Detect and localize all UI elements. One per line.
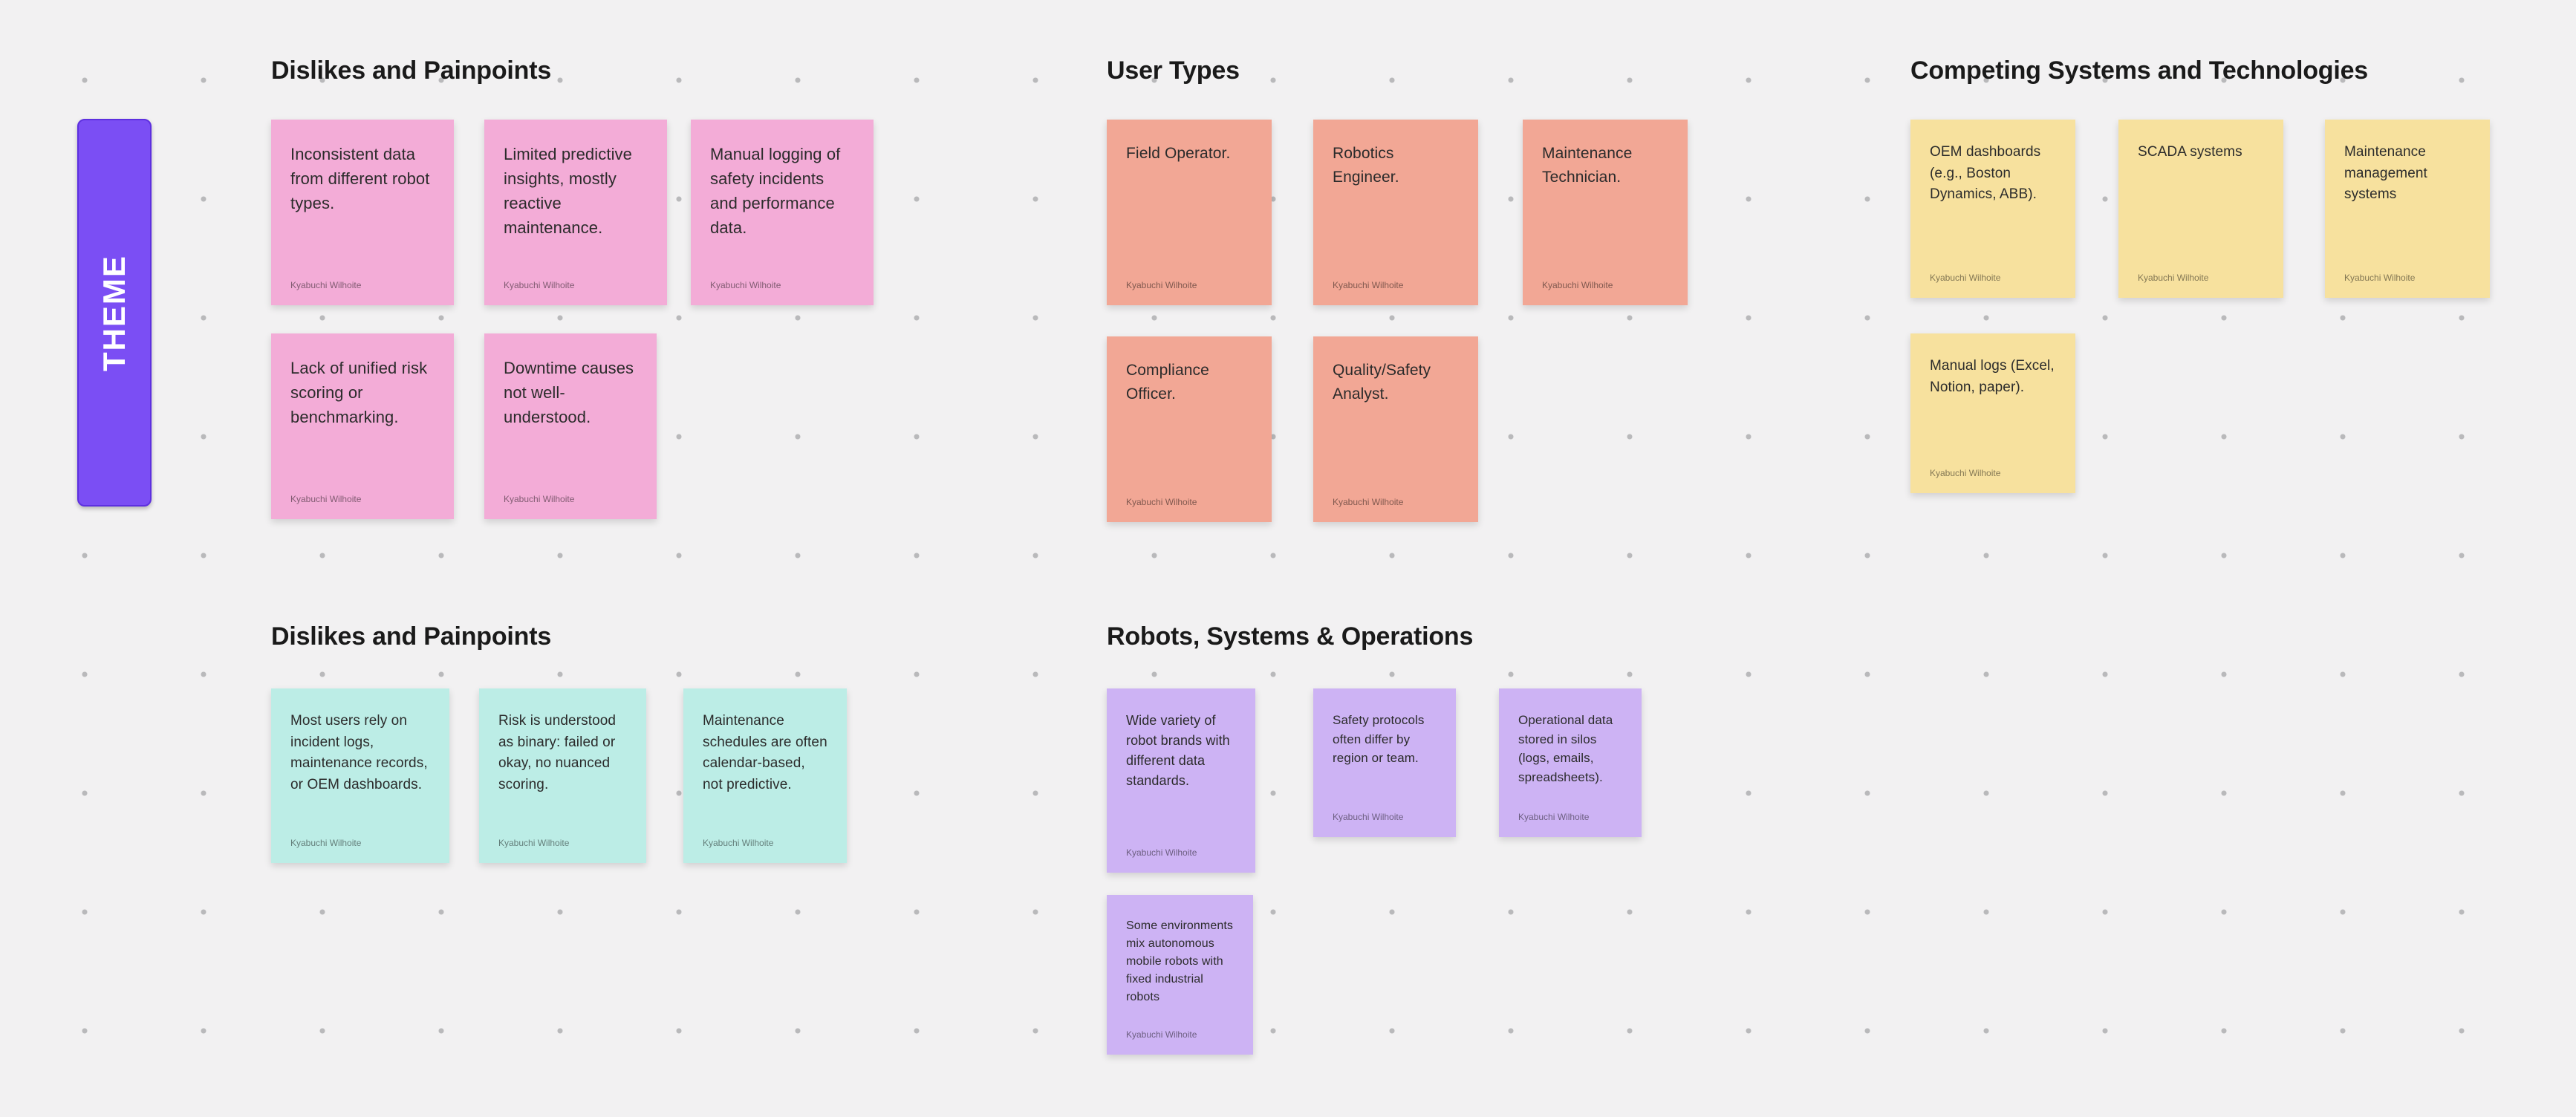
sticky-author: Kyabuchi Wilhoite bbox=[1126, 497, 1197, 507]
sticky-text: Manual logs (Excel, Notion, paper). bbox=[1930, 358, 2055, 395]
sticky-note[interactable]: Maintenance Technician. Kyabuchi Wilhoite bbox=[1523, 120, 1688, 305]
sticky-text: Wide variety of robot brands with differ… bbox=[1126, 713, 1230, 788]
sticky-note[interactable]: Operational data stored in silos (logs, … bbox=[1499, 688, 1642, 837]
sticky-note[interactable]: Most users rely on incident logs, mainte… bbox=[271, 688, 449, 863]
sticky-text: Downtime causes not well-understood. bbox=[504, 359, 634, 426]
sticky-text: Lack of unified risk scoring or benchmar… bbox=[290, 359, 428, 426]
sticky-note[interactable]: OEM dashboards (e.g., Boston Dynamics, A… bbox=[1910, 120, 2075, 298]
sticky-note[interactable]: Downtime causes not well-understood. Kyab… bbox=[484, 333, 657, 519]
sticky-note[interactable]: Some environments mix autonomous mobile … bbox=[1107, 895, 1253, 1055]
sticky-text: Limited predictive insights, mostly reac… bbox=[504, 145, 632, 237]
sticky-text: Some environments mix autonomous mobile … bbox=[1126, 919, 1233, 1003]
sticky-text: Field Operator. bbox=[1126, 145, 1231, 162]
section-title-dislikes-painpoints-bottom[interactable]: Dislikes and Painpoints bbox=[271, 622, 552, 651]
section-title-dislikes-painpoints-top[interactable]: Dislikes and Painpoints bbox=[271, 56, 552, 85]
sticky-author: Kyabuchi Wilhoite bbox=[1126, 1029, 1197, 1040]
sticky-text: Robotics Engineer. bbox=[1333, 145, 1399, 186]
sticky-text: Manual logging of safety incidents and p… bbox=[710, 145, 841, 237]
sticky-author: Kyabuchi Wilhoite bbox=[498, 838, 570, 848]
theme-tab-label: THEME bbox=[97, 254, 131, 371]
sticky-author: Kyabuchi Wilhoite bbox=[1930, 273, 2001, 283]
sticky-text: SCADA systems bbox=[2138, 144, 2242, 160]
section-title-robots-systems-operations[interactable]: Robots, Systems & Operations bbox=[1107, 622, 1474, 651]
sticky-author: Kyabuchi Wilhoite bbox=[290, 494, 362, 504]
sticky-text: Operational data stored in silos (logs, … bbox=[1518, 713, 1613, 784]
sticky-author: Kyabuchi Wilhoite bbox=[1333, 280, 1404, 290]
section-title-user-types[interactable]: User Types bbox=[1107, 56, 1240, 85]
sticky-note[interactable]: Manual logs (Excel, Notion, paper). Kyabu… bbox=[1910, 333, 2075, 493]
sticky-author: Kyabuchi Wilhoite bbox=[1542, 280, 1613, 290]
sticky-note[interactable]: Robotics Engineer. Kyabuchi Wilhoite bbox=[1313, 120, 1478, 305]
sticky-text: Safety protocols often differ by region … bbox=[1333, 713, 1425, 765]
sticky-author: Kyabuchi Wilhoite bbox=[1126, 847, 1197, 858]
sticky-note[interactable]: Safety protocols often differ by region … bbox=[1313, 688, 1456, 837]
sticky-text: OEM dashboards (e.g., Boston Dynamics, A… bbox=[1930, 144, 2041, 202]
sticky-author: Kyabuchi Wilhoite bbox=[290, 280, 362, 290]
sticky-author: Kyabuchi Wilhoite bbox=[504, 494, 575, 504]
theme-tab[interactable]: THEME bbox=[77, 119, 152, 507]
sticky-text: Maintenance management systems bbox=[2344, 144, 2427, 202]
sticky-author: Kyabuchi Wilhoite bbox=[504, 280, 575, 290]
sticky-author: Kyabuchi Wilhoite bbox=[710, 280, 781, 290]
sticky-author: Kyabuchi Wilhoite bbox=[1333, 812, 1404, 822]
sticky-note[interactable]: Quality/Safety Analyst. Kyabuchi Wilhoite bbox=[1313, 336, 1478, 522]
sticky-author: Kyabuchi Wilhoite bbox=[1126, 280, 1197, 290]
sticky-author: Kyabuchi Wilhoite bbox=[2344, 273, 2416, 283]
section-title-competing-systems[interactable]: Competing Systems and Technologies bbox=[1910, 56, 2369, 85]
sticky-text: Maintenance Technician. bbox=[1542, 145, 1633, 186]
sticky-note[interactable]: Limited predictive insights, mostly reac… bbox=[484, 120, 667, 305]
sticky-text: Most users rely on incident logs, mainte… bbox=[290, 713, 428, 792]
sticky-note[interactable]: Lack of unified risk scoring or benchmar… bbox=[271, 333, 454, 519]
sticky-author: Kyabuchi Wilhoite bbox=[703, 838, 774, 848]
sticky-note[interactable]: Field Operator. Kyabuchi Wilhoite bbox=[1107, 120, 1272, 305]
sticky-note[interactable]: Manual logging of safety incidents and p… bbox=[691, 120, 874, 305]
sticky-note[interactable]: Maintenance schedules are often calendar… bbox=[683, 688, 847, 863]
sticky-text: Quality/Safety Analyst. bbox=[1333, 362, 1431, 403]
sticky-author: Kyabuchi Wilhoite bbox=[290, 838, 362, 848]
sticky-author: Kyabuchi Wilhoite bbox=[1333, 497, 1404, 507]
sticky-note[interactable]: Inconsistent data from different robot t… bbox=[271, 120, 454, 305]
sticky-note[interactable]: Risk is understood as binary: failed or … bbox=[479, 688, 646, 863]
sticky-text: Compliance Officer. bbox=[1126, 362, 1209, 403]
sticky-note[interactable]: Compliance Officer. Kyabuchi Wilhoite bbox=[1107, 336, 1272, 522]
sticky-text: Risk is understood as binary: failed or … bbox=[498, 713, 617, 792]
sticky-text: Inconsistent data from different robot t… bbox=[290, 145, 430, 212]
sticky-author: Kyabuchi Wilhoite bbox=[1518, 812, 1590, 822]
sticky-author: Kyabuchi Wilhoite bbox=[2138, 273, 2209, 283]
sticky-note[interactable]: Wide variety of robot brands with differ… bbox=[1107, 688, 1255, 873]
sticky-text: Maintenance schedules are often calendar… bbox=[703, 713, 827, 792]
sticky-author: Kyabuchi Wilhoite bbox=[1930, 468, 2001, 478]
